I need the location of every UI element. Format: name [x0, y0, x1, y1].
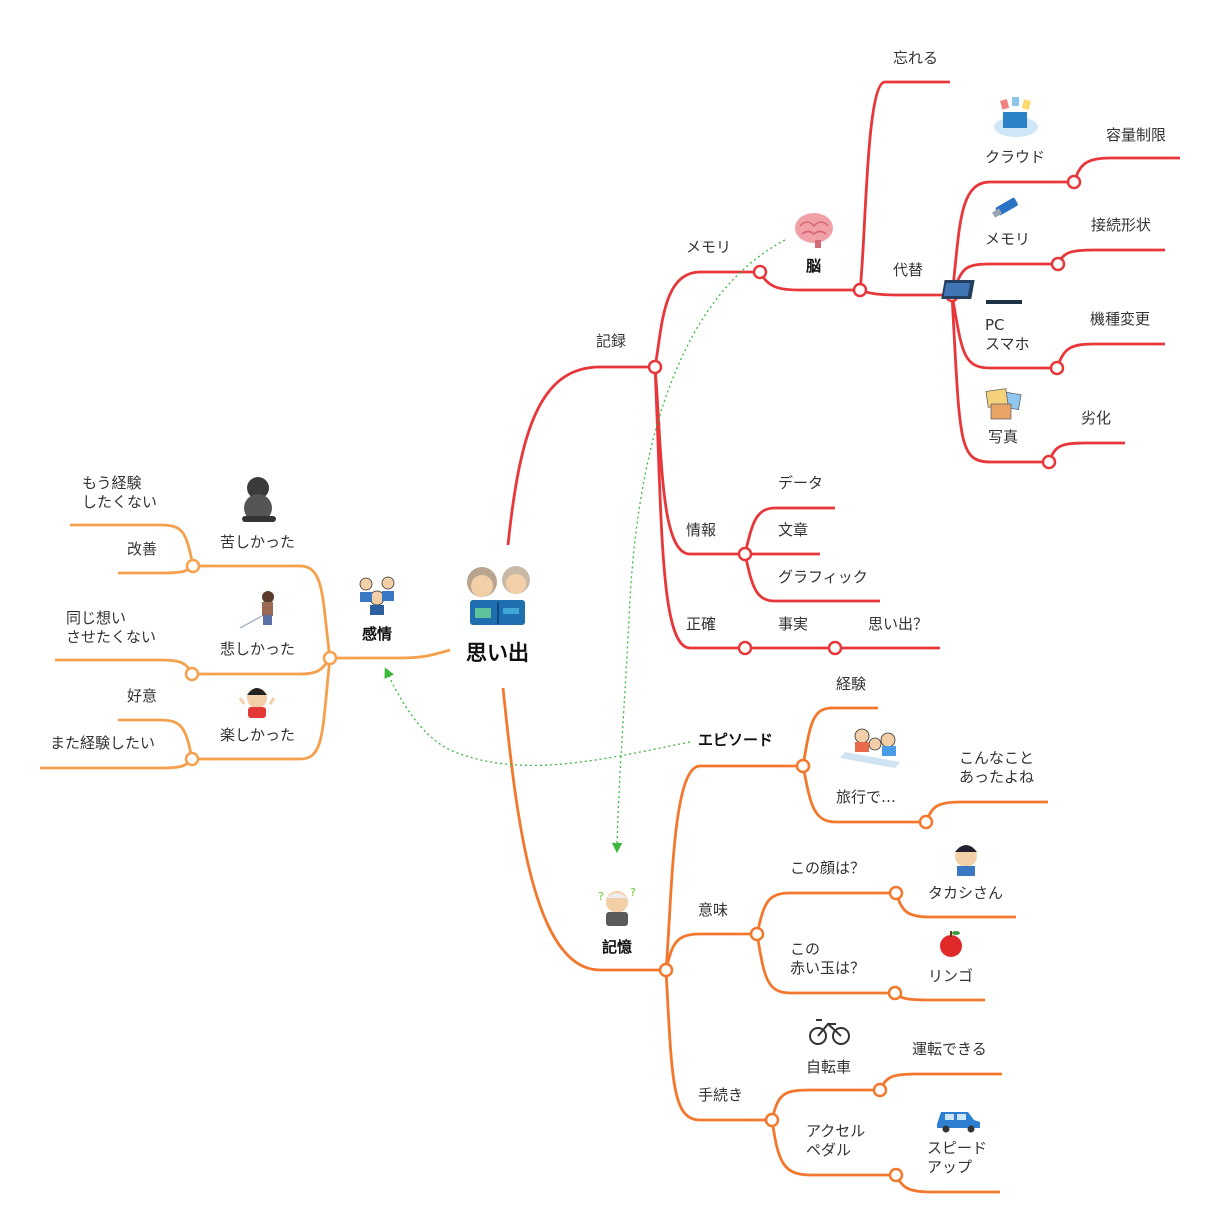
node-goodwill[interactable]: 好意: [127, 687, 158, 705]
boy-face-icon: [955, 845, 977, 876]
node-episode[interactable]: エピソード: [698, 731, 774, 749]
center-topic[interactable]: 思い出: [466, 641, 529, 665]
node-fact[interactable]: 事実: [778, 615, 809, 633]
node-trip[interactable]: 旅行で…: [836, 788, 897, 806]
brain-icon: [795, 213, 833, 248]
link-episode-to-emotion: [384, 667, 691, 767]
node-brain[interactable]: 脳: [806, 257, 822, 275]
node-accel-pedal[interactable]: アクセル ペダル: [806, 1122, 866, 1159]
node-data[interactable]: データ: [778, 474, 824, 492]
laptop-icon: [941, 280, 1022, 304]
node-cloud[interactable]: クラウド: [985, 148, 1046, 166]
node-takashi[interactable]: タカシさん: [928, 884, 1004, 902]
family-travel-icon: [840, 728, 900, 768]
photos-icon: [985, 388, 1022, 420]
node-painful[interactable]: 苦しかった: [220, 533, 296, 551]
node-spare-others[interactable]: 同じ想い させたくない: [66, 609, 157, 646]
node-meaning[interactable]: 意味: [698, 901, 729, 919]
node-degradation[interactable]: 劣化: [1081, 409, 1112, 427]
cloud-storage-icon: [994, 97, 1038, 137]
node-memory[interactable]: 記憶: [602, 938, 633, 956]
node-experience[interactable]: 経験: [836, 675, 867, 693]
car-icon: [937, 1112, 980, 1133]
happy-child-icon: [238, 688, 276, 718]
sad-person-icon: [239, 591, 274, 629]
node-memory-device[interactable]: メモリ: [985, 230, 1031, 248]
node-sad[interactable]: 悲しかった: [220, 640, 296, 658]
node-emotion[interactable]: 感情: [362, 625, 393, 643]
node-procedure[interactable]: 手続き: [698, 1086, 744, 1104]
node-model-change[interactable]: 機種変更: [1090, 310, 1151, 328]
branch-memory-trunk: [501, 687, 666, 972]
node-text[interactable]: 文章: [778, 521, 809, 539]
edge-memory-label: メモリ: [686, 238, 732, 256]
crouching-person-icon: [242, 477, 276, 522]
elderly-couple-album-icon: [467, 566, 530, 625]
node-capacity-limit[interactable]: 容量制限: [1106, 126, 1167, 144]
node-apple[interactable]: リンゴ: [928, 967, 974, 985]
svg-text:?: ?: [630, 886, 636, 899]
node-pc-phone[interactable]: PC スマホ: [985, 316, 1030, 353]
node-improve[interactable]: 改善: [127, 540, 158, 558]
node-record[interactable]: 記録: [596, 332, 627, 350]
node-info[interactable]: 情報: [686, 521, 717, 539]
node-memory-question[interactable]: 思い出？: [868, 615, 929, 633]
node-graphic[interactable]: グラフィック: [778, 568, 868, 586]
usb-memory-icon: [992, 197, 1018, 218]
node-no-more[interactable]: もう経験 したくない: [82, 474, 158, 511]
node-fun[interactable]: 楽しかった: [220, 726, 296, 744]
node-accuracy[interactable]: 正確: [686, 615, 717, 633]
apple-icon: [940, 931, 962, 957]
node-connection-shape[interactable]: 接続形状: [1091, 216, 1152, 234]
confused-elder-icon: ? ?: [598, 886, 636, 926]
node-face-question[interactable]: この顔は？: [790, 859, 866, 877]
branch-emotion-trunk: [330, 648, 451, 660]
node-alt[interactable]: 代替: [893, 261, 924, 279]
node-photo[interactable]: 写真: [988, 428, 1019, 446]
node-red-ball-question[interactable]: この 赤い玉は？: [790, 940, 866, 977]
svg-text:?: ?: [598, 890, 604, 903]
node-can-ride[interactable]: 運転できる: [912, 1040, 987, 1058]
node-speed-up[interactable]: スピード アップ: [927, 1139, 988, 1176]
people-group-icon: [359, 576, 395, 615]
bicycle-icon: [809, 1019, 850, 1045]
branch-record-trunk: [506, 365, 655, 546]
node-bicycle[interactable]: 自転車: [806, 1058, 852, 1076]
node-forget[interactable]: 忘れる: [893, 49, 939, 67]
link-brain-to-memory: [611, 239, 786, 854]
node-recall[interactable]: こんなこと あったよね: [959, 749, 1035, 786]
node-again[interactable]: また経験したい: [50, 734, 156, 752]
